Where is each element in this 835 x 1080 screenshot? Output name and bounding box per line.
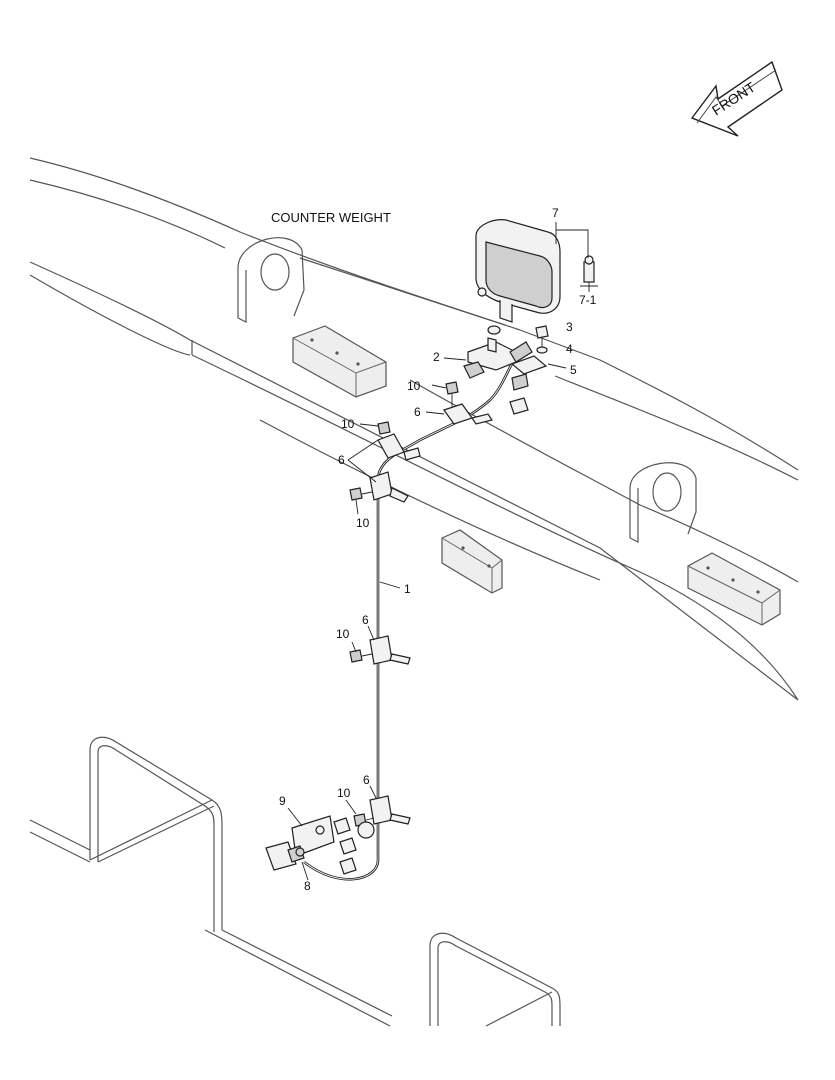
- callout-7-1: 7-1: [579, 293, 597, 307]
- bolt: [349, 649, 373, 663]
- grommet: [333, 817, 375, 875]
- harness-clamp: [369, 635, 411, 665]
- handrail-frame: [29, 736, 561, 1027]
- harness-clamp: [369, 795, 411, 825]
- harness-connector: [509, 341, 533, 363]
- switch-bracket: [291, 815, 335, 857]
- counter-weight-outline: [29, 157, 799, 701]
- front-direction-arrow-icon: FRONT: [690, 60, 783, 137]
- harness-clamp: [377, 433, 421, 461]
- callout-6-b: 6: [338, 453, 345, 467]
- callout-6-a: 6: [414, 405, 421, 419]
- counter-weight-block: [441, 529, 503, 594]
- callout-10-e: 10: [337, 786, 351, 800]
- clamp-plate: [509, 355, 548, 415]
- callout-10-d: 10: [336, 627, 350, 641]
- counter-weight-label: COUNTER WEIGHT: [271, 210, 391, 225]
- callout-6-d: 6: [363, 773, 370, 787]
- callout-6-c: 6: [362, 613, 369, 627]
- callout-10-a: 10: [407, 379, 421, 393]
- harness-clamp: [369, 471, 409, 503]
- washer: [536, 346, 548, 354]
- callout-10-c: 10: [356, 516, 370, 530]
- bolt: [377, 421, 391, 435]
- callout-8: 8: [304, 879, 311, 893]
- counter-weight-block: [292, 325, 387, 398]
- lifting-eye-right: [629, 462, 697, 543]
- callout-4: 4: [566, 342, 573, 356]
- lamp-bulb: [580, 255, 598, 292]
- counter-weight-block: [687, 552, 781, 626]
- wire-harness: [303, 349, 523, 881]
- callout-leaders: [287, 222, 589, 881]
- callout-1: 1: [404, 582, 411, 596]
- callout-10-b: 10: [341, 417, 355, 431]
- callout-9: 9: [279, 794, 286, 808]
- switch: [265, 841, 305, 871]
- bolt: [445, 381, 459, 408]
- work-lamp: [475, 219, 561, 335]
- callout-7: 7: [552, 206, 559, 220]
- harness-clamp: [443, 403, 493, 425]
- callout-5: 5: [570, 363, 577, 377]
- lifting-eye-left: [237, 237, 305, 323]
- bolt: [349, 487, 373, 501]
- callout-2: 2: [433, 350, 440, 364]
- callout-3: 3: [566, 320, 573, 334]
